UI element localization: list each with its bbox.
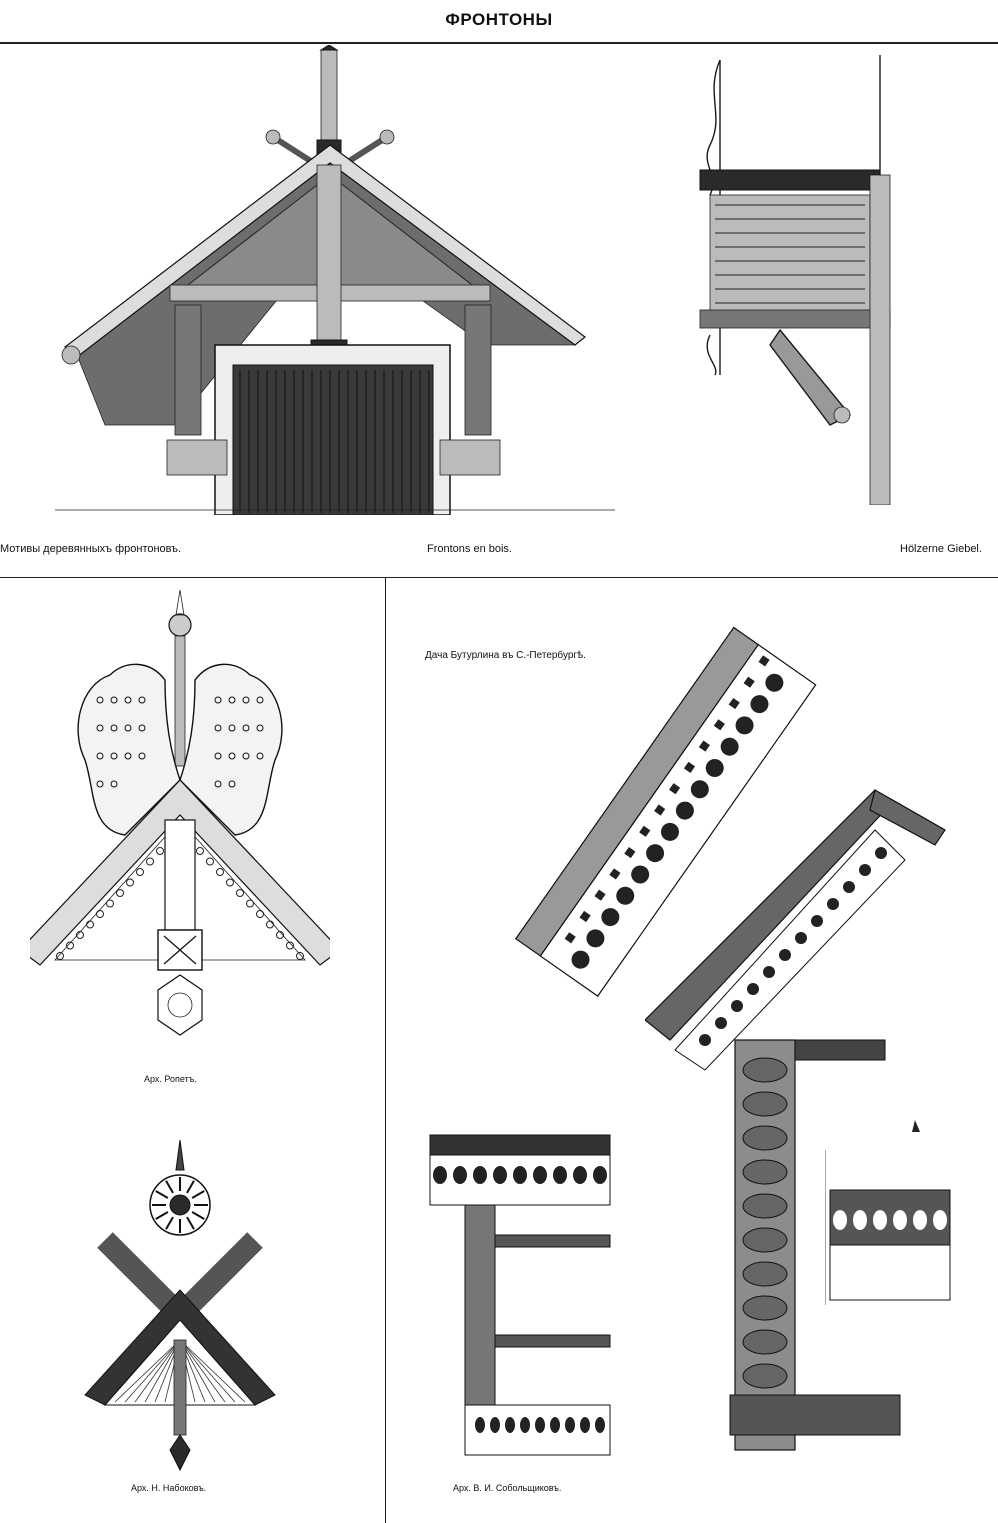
sobolshchikov-window-drawing [429, 1134, 611, 1456]
middle-rule [0, 577, 998, 578]
page-title: ФРОНТОНЫ [445, 10, 553, 29]
buturlin-corner-drawing [645, 789, 946, 1451]
gable-elevation-drawing [55, 45, 615, 515]
ropet-gable-drawing [30, 590, 330, 1036]
caption-left: Мотивы деревянныхъ фронтоновъ. [0, 543, 182, 555]
top-rule [0, 42, 998, 44]
ropet-label: Арх. Ропетъ. [144, 1074, 197, 1084]
caption-center: Frontons en bois. [427, 543, 512, 555]
vertical-divider [385, 577, 386, 1523]
eave-detail-drawing [825, 1120, 951, 1305]
sobolshchikov-label: Арх. В. И. Собольщиковъ. [453, 1483, 562, 1493]
nabokov-label: Арх. Н. Набоковъ. [131, 1483, 207, 1493]
buturlin-label: Дача Бутурлина въ С.-Петербургѣ. [425, 650, 586, 661]
bargeboard-fragment-drawing [514, 626, 817, 997]
gable-section-drawing [699, 55, 891, 505]
nabokov-gable-drawing [84, 1140, 276, 1472]
caption-right: Hölzerne Giebel. [900, 543, 982, 555]
